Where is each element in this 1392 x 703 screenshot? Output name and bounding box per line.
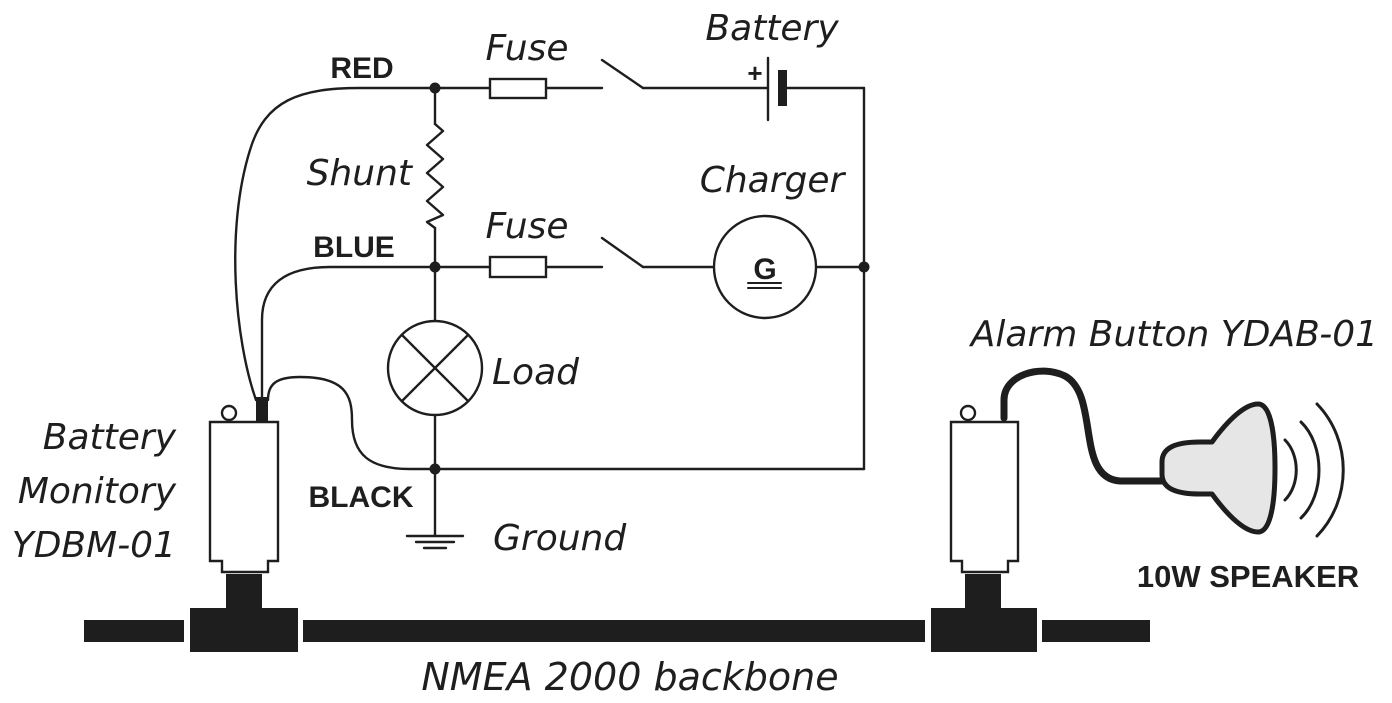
ground-icon (405, 534, 465, 550)
speaker-cable (1000, 367, 1166, 485)
backbone-segment-right (1042, 620, 1150, 642)
generator-symbol-label: G (753, 253, 776, 286)
junction-dots (429, 82, 870, 475)
charger-label: Charger (700, 160, 847, 201)
fuse-middle-label: Fuse (486, 206, 569, 247)
nmea-backbone (84, 574, 1150, 652)
backbone-label: NMEA 2000 backbone (421, 655, 838, 699)
red-wire-label: RED (330, 52, 393, 85)
battery-icon (766, 56, 787, 122)
blue-wire (260, 265, 437, 402)
red-wire (234, 86, 437, 402)
battery-monitor-device-icon (208, 397, 280, 574)
lamp-icon (386, 319, 484, 417)
generator-icon (712, 214, 818, 320)
blue-wire-label: BLUE (313, 231, 395, 264)
black-wire (266, 375, 437, 471)
alarm-button-label: Alarm Button YDAB-01 (969, 314, 1378, 355)
battery-label: Battery (705, 8, 839, 49)
circuit-wires (234, 86, 866, 538)
battery-plus-label: + (747, 58, 762, 88)
backbone-segment-left (84, 620, 184, 642)
tee-connector-left-icon (190, 574, 298, 652)
fuse-top-label: Fuse (486, 28, 569, 69)
backbone-segment-middle (303, 620, 925, 642)
ground-label: Ground (493, 518, 627, 559)
switch-middle-icon (600, 236, 645, 269)
fuse-middle-icon (488, 255, 548, 279)
battery-monitor-label-line1: Battery (43, 417, 177, 458)
shunt-label: Shunt (307, 153, 414, 194)
shunt-resistor-icon (425, 122, 445, 230)
black-wire-label: BLACK (309, 481, 414, 514)
battery-monitor-label-line2: Monitory (18, 471, 177, 512)
load-label: Load (492, 352, 580, 393)
speaker-icon (1159, 401, 1345, 538)
alarm-button-device-icon (949, 404, 1020, 574)
speaker-label: 10W SPEAKER (1137, 559, 1359, 594)
fuse-top-icon (488, 77, 548, 100)
battery-monitor-label-line3: YDBM-01 (12, 525, 176, 566)
tee-connector-right-icon (931, 574, 1037, 652)
switch-top-icon (600, 58, 645, 90)
